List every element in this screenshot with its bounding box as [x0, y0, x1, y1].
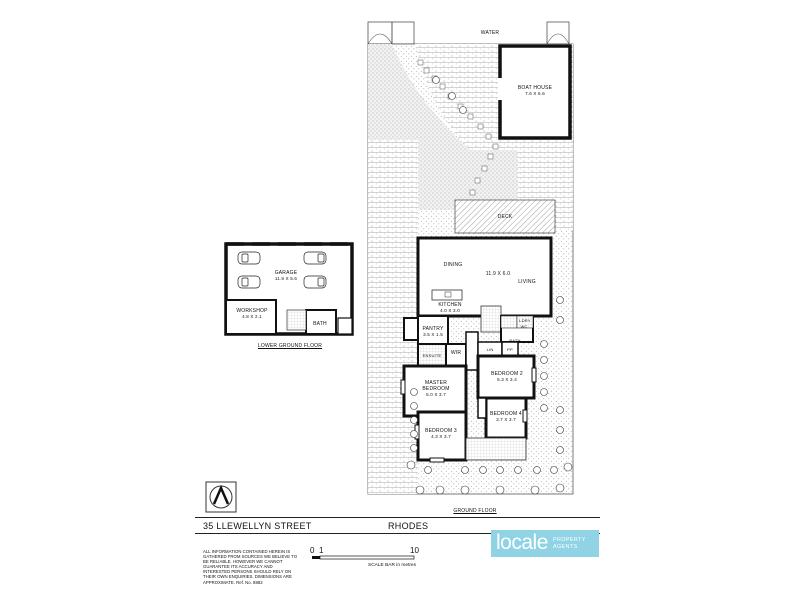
kitchen-label: KITCHEN 4.0 X 3.0: [433, 302, 467, 314]
room-dims: 5.3 X 3.4: [497, 377, 517, 382]
water-label: WATER: [480, 30, 500, 36]
main-house: [400, 236, 553, 463]
room-dims: 4.0 X 3.0: [440, 308, 460, 313]
dining-label: DINING: [443, 262, 463, 268]
lower-ground-floor-caption: LOWER GROUND FLOOR: [257, 343, 323, 349]
lin-label: LIN: [486, 347, 494, 352]
room-name: BEDROOM 2: [491, 371, 523, 377]
disclaimer-text: ALL INFORMATION CONTAINED HEREIN IS GATH…: [203, 549, 298, 585]
room-dims: 7.6 X 6.6: [525, 91, 545, 96]
room-name: KITCHEN: [438, 302, 462, 308]
room-dims: 5.0 X 3.7: [426, 392, 446, 397]
room-name: BOAT HOUSE: [517, 85, 553, 91]
room-name: PANTRY: [422, 326, 444, 332]
property-address: 35 LLEWELLYN STREET: [203, 521, 312, 531]
logo-line-2: AGENTS: [553, 543, 578, 550]
living-dims-label: 11.9 X 6.0: [485, 271, 511, 277]
room-dims: 4.8 X 2.1: [242, 314, 262, 319]
pantry-label: PANTRY 3.5 X 1.5: [418, 326, 448, 338]
boat-house-label: BOAT HOUSE 7.6 X 6.6: [510, 85, 560, 97]
ground-floor-caption: GROUND FLOOR: [453, 508, 497, 514]
room-dims: 4.3 X 3.7: [431, 434, 451, 439]
wir-label: WIR: [450, 350, 462, 356]
bedroom-3-label: BEDROOM 3 4.3 X 3.7: [422, 428, 460, 440]
logo-wordmark: locale: [496, 531, 548, 554]
agency-logo: locale PROPERTY AGENTS: [491, 530, 599, 557]
lower-ground-floor: [224, 242, 354, 336]
scale-label-1: 1: [319, 546, 324, 555]
living-label: LIVING: [518, 279, 536, 285]
ensuite-label: ENSUITE: [422, 353, 442, 358]
room-name: GARAGE: [274, 270, 298, 276]
room-dims: 3.5 X 1.5: [423, 332, 443, 337]
scale-bar: [312, 555, 415, 560]
laundry-label: LDRY: [519, 318, 531, 323]
bedroom-4-label: BEDROOM 4 3.7 X 3.7: [487, 411, 525, 423]
waterfront-gates: [367, 21, 570, 45]
logo-tagline: PROPERTY AGENTS: [553, 537, 586, 550]
bedroom-2-label: BEDROOM 2 5.3 X 3.4: [488, 371, 526, 383]
workshop-label: WORKSHOP 4.8 X 2.1: [232, 308, 272, 320]
garage-label: GARAGE 11.9 X 5.6: [268, 270, 304, 282]
wc-label: WC: [520, 324, 528, 329]
deck-label: DECK: [497, 214, 513, 220]
lower-bath-label: BATH: [313, 321, 327, 327]
room-dims: 3.7 X 3.7: [496, 417, 516, 422]
logo-line-1: PROPERTY: [553, 537, 586, 543]
north-arrow: [205, 481, 237, 513]
room-name: MASTER BEDROOM: [422, 380, 450, 392]
scale-label-10: 10: [410, 546, 419, 555]
room-dims: 11.9 X 5.6: [274, 276, 298, 281]
footer-rule-top: [195, 517, 600, 518]
property-suburb: RHODES: [388, 521, 429, 531]
pp-label: PP: [507, 347, 513, 352]
boat-house: [498, 44, 572, 140]
footer-rule-mid: [195, 533, 600, 534]
room-name: WORKSHOP: [236, 308, 268, 314]
master-bedroom-label: MASTER BEDROOM 5.0 X 3.7: [418, 380, 454, 398]
shrubs: [406, 76, 573, 495]
scale-label-0: 0: [310, 546, 315, 555]
deck: [454, 199, 556, 234]
bath-label: BATH: [509, 338, 521, 343]
room-name: BEDROOM 3: [425, 428, 457, 434]
scale-caption: SCALE BAR in metres: [368, 563, 416, 568]
room-name: BEDROOM 4: [490, 411, 522, 417]
